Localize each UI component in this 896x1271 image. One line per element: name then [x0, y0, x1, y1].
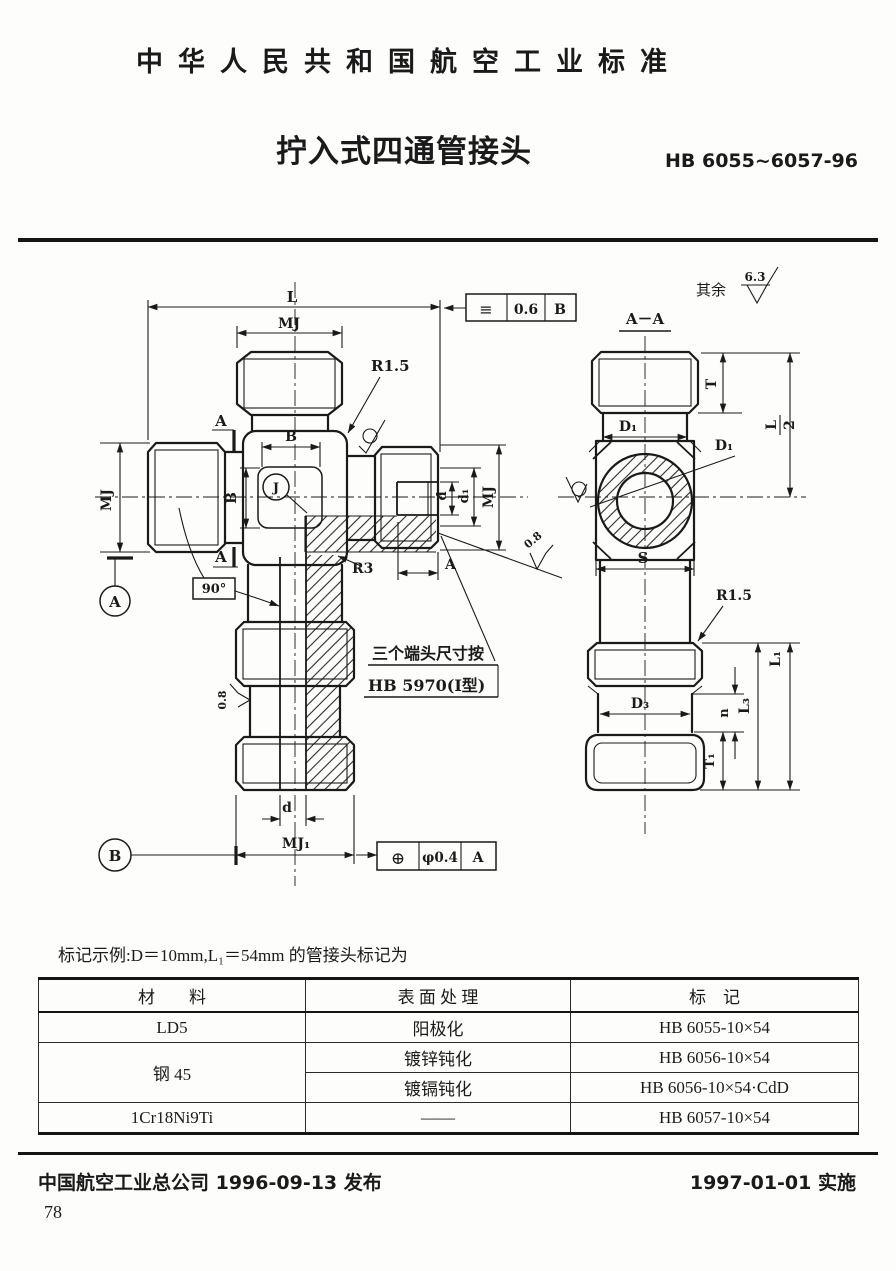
treatment-cell: 镀镉钝化 [305, 1072, 571, 1103]
machined-surface-icon-left [565, 476, 588, 504]
symmetry-tolerance-value: 0.6 [514, 302, 538, 318]
table-row: LD5 阳极化 HB 6055-10×54 [38, 1011, 859, 1043]
section-view-dimensions: T D₁ D₁ S R1.5 D₃ L 2 L₁ L₃ n T₁ [589, 352, 800, 791]
treatment-cell: 阳极化 [305, 1011, 571, 1043]
section-title: A－A [625, 310, 665, 328]
material-cell: 1Cr18Ni9Ti [38, 1102, 306, 1134]
section-cut-label-A-top: A [214, 412, 227, 430]
angle-90-label: 90° [202, 582, 227, 597]
dim-label-D1-leader: D₁ [715, 438, 733, 454]
fillet-label-R1-5-section: R1.5 [716, 588, 752, 604]
symmetry-datum-ref: B [554, 302, 566, 318]
implementation-date: 1997-01-01 实施 [689, 1172, 856, 1194]
page-number: 78 [44, 1202, 62, 1222]
technical-drawing: J L MJ ≡ 0.6 B B B [95, 266, 806, 886]
dim-label-L: L [287, 288, 298, 306]
dim-label-L1: L₁ [768, 651, 784, 667]
svg-text:L: L [764, 420, 780, 430]
marking-table: 材 料 表 面 处 理 标 记 LD5 阳极化 HB 6055-10×54 钢 … [38, 977, 859, 1135]
dim-label-d-bore: d [435, 491, 450, 500]
roughness-triangle-icon [741, 266, 779, 305]
symmetry-symbol-icon: ≡ [479, 300, 492, 319]
end-fitting-note: 三个端头尺寸按 HB 5970(I型) [364, 535, 499, 698]
standard-number: HB 6055~6057-96 [664, 150, 858, 172]
dim-label-d-bottom: d [282, 800, 292, 816]
dim-label-A: A [444, 557, 457, 573]
svg-text:0.8: 0.8 [216, 690, 229, 709]
end-fitting-note-line1: 三个端头尺寸按 [372, 644, 484, 663]
col-header-marking: 标 记 [570, 978, 859, 1013]
svg-text:2: 2 [782, 420, 798, 430]
issuing-body-and-date: 中国航空工业总公司 1996-09-13 发布 [38, 1172, 382, 1194]
section-cut-label-A-bottom: A [214, 548, 227, 566]
dim-label-n: n [717, 708, 732, 718]
dim-label-MJ1: MJ₁ [282, 836, 310, 852]
dim-label-S: S [638, 549, 649, 567]
default-roughness-prefix: 其余 [696, 281, 726, 299]
dim-label-L3: L₃ [737, 698, 753, 714]
table-header-row: 材 料 表 面 处 理 标 记 [38, 978, 859, 1013]
section-view-a-a: A－A 其余 6.3 [558, 266, 806, 834]
dim-label-D1-top: D₁ [619, 419, 637, 435]
col-header-treatment: 表 面 处 理 [305, 978, 571, 1013]
table-row: 1Cr18Ni9Ti —— HB 6057-10×54 [38, 1102, 859, 1134]
material-cell: 钢 45 [38, 1042, 306, 1103]
dim-label-D3: D₃ [631, 696, 649, 712]
footer-divider-rule [18, 1152, 878, 1155]
national-standard-header: 中华人民共和国航空工业标准 [136, 47, 682, 78]
section-hatch-annulus [598, 454, 693, 548]
roughness-0-8-right-icon: 0.8 [437, 529, 563, 579]
position-tolerance-value: φ0.4 [422, 850, 458, 866]
dim-label-MJ-top: MJ [278, 316, 300, 332]
treatment-cell: 镀锌钝化 [305, 1042, 571, 1073]
dim-label-T: T [704, 378, 720, 389]
section-hatch-body [305, 516, 436, 552]
material-cell: LD5 [38, 1011, 306, 1043]
position-tolerance-frame: ⊕ φ0.4 A [376, 841, 497, 871]
dim-label-L-over-2: L 2 [764, 415, 798, 435]
datum-a-label: A [108, 593, 121, 611]
joint-point-label: J [272, 481, 279, 496]
title-divider-rule [18, 238, 878, 242]
dim-label-MJ-left: MJ [99, 489, 115, 511]
dim-label-MJ-right: MJ [481, 486, 497, 508]
machined-surface-icon [358, 419, 386, 454]
svg-text:0.8: 0.8 [522, 529, 545, 551]
default-roughness-value: 6.3 [745, 270, 766, 284]
table-row: 钢 45 镀锌钝化 HB 6056-10×54 [38, 1042, 859, 1103]
dim-label-B-vertical: B [224, 492, 240, 504]
marking-cell: HB 6056-10×54 [570, 1042, 859, 1073]
dim-label-d1: d₁ [457, 489, 472, 504]
treatment-cell: —— [305, 1102, 571, 1134]
col-header-material: 材 料 [38, 978, 306, 1013]
roughness-0-8-left-icon: 0.8 [216, 683, 252, 710]
datum-a-circle [99, 585, 131, 617]
fillet-label-R1-5: R1.5 [371, 357, 410, 375]
position-symbol-icon: ⊕ [391, 849, 405, 869]
position-datum-ref: A [472, 850, 485, 866]
marking-example-note: 标记示例:D＝10mm,L₁＝54mm 的管接头标记为 [58, 946, 408, 965]
dim-label-T1: T₁ [703, 753, 718, 768]
marking-cell: HB 6057-10×54 [570, 1102, 859, 1134]
default-roughness-note: 其余 6.3 [696, 266, 779, 305]
symmetry-tolerance-frame: ≡ 0.6 B [465, 293, 577, 322]
datum-b-label: B [109, 847, 122, 865]
dim-label-B-horizontal: B [285, 429, 297, 445]
marking-cell: HB 6056-10×54·CdD [570, 1072, 859, 1103]
marking-cell: HB 6055-10×54 [570, 1011, 859, 1043]
page-title: 拧入式四通管接头 [276, 134, 532, 170]
front-view: J [95, 282, 528, 886]
datum-b-circle [98, 838, 132, 872]
end-fitting-note-line2: HB 5970(I型) [368, 676, 485, 695]
